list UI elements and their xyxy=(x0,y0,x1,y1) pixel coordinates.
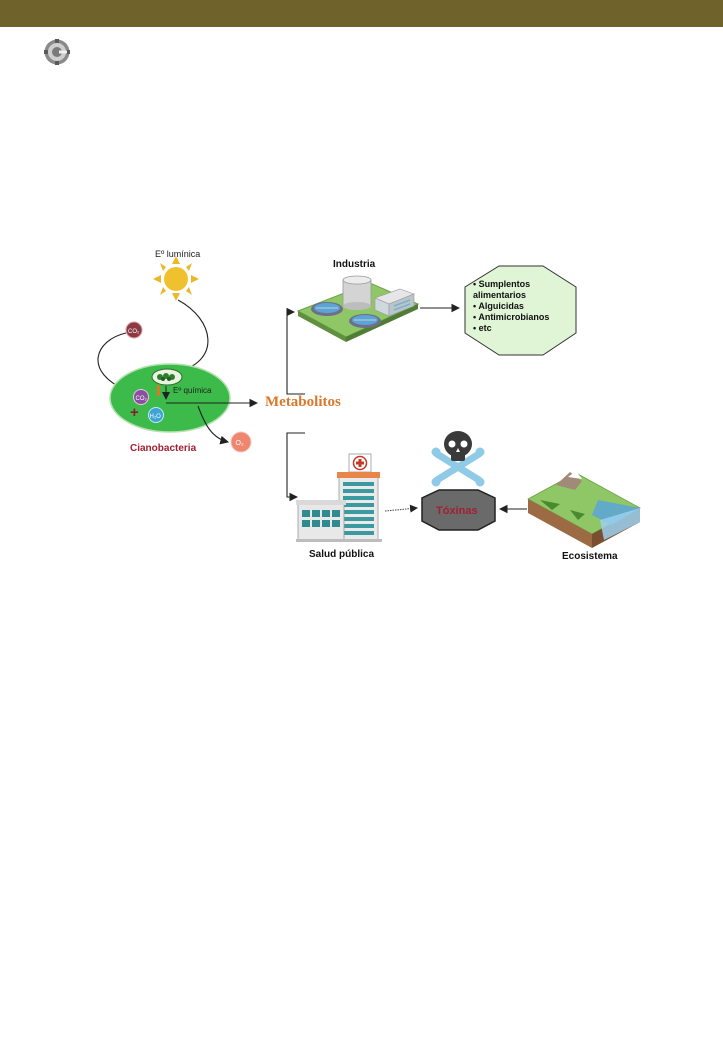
sun-icon xyxy=(153,256,199,301)
industria-label: Industria xyxy=(333,259,376,270)
industry-plant-icon xyxy=(296,275,420,342)
ecosistema-label: Ecosistema xyxy=(562,551,618,562)
o2-label: O₂ xyxy=(236,440,244,447)
products-item-4: • Antimicrobianos xyxy=(473,312,549,322)
salud-label: Salud pública xyxy=(309,549,374,560)
products-box xyxy=(464,265,577,356)
light-arrow xyxy=(177,299,209,374)
products-item-5: • etc xyxy=(473,323,492,333)
plus-sign: + xyxy=(130,404,139,421)
metabolitos-label: Metabolitos xyxy=(265,394,341,410)
products-item-3: • Alguicidas xyxy=(473,301,524,311)
h2o-molecule xyxy=(148,407,164,423)
hospital-icon xyxy=(296,453,382,542)
energy-bar xyxy=(157,385,160,396)
ecosystem-landscape-icon xyxy=(527,471,641,548)
co2-inside-molecule xyxy=(133,389,149,405)
toxinas-box xyxy=(421,489,496,531)
branch-to-industria xyxy=(286,307,305,395)
sun-label: Eº lumínica xyxy=(155,249,200,259)
salud-to-toxinas-arrow xyxy=(384,504,418,513)
products-item-1: • Sumplentos xyxy=(473,279,530,289)
o2-arrow xyxy=(197,405,230,445)
cell-label: Cianobacteria xyxy=(130,443,197,454)
gear-logo-icon xyxy=(44,39,70,65)
products-item-2: alimentarios xyxy=(473,290,526,300)
skull-crossbones-icon xyxy=(431,431,485,487)
co2-outside-label: CO₂ xyxy=(128,329,140,335)
co2-inside-label: CO₂ xyxy=(136,396,148,402)
branch-to-salud xyxy=(286,432,305,502)
h2o-label: H₂O xyxy=(150,414,162,420)
co2-outside-molecule xyxy=(125,321,143,339)
toxinas-label: Tóxinas xyxy=(436,505,478,517)
cyanobacteria-cell xyxy=(109,363,231,433)
chem-energy-label: Eº química xyxy=(173,386,212,395)
chloroplast-icon xyxy=(151,368,183,386)
top-bar xyxy=(0,0,723,27)
o2-molecule xyxy=(230,431,252,453)
